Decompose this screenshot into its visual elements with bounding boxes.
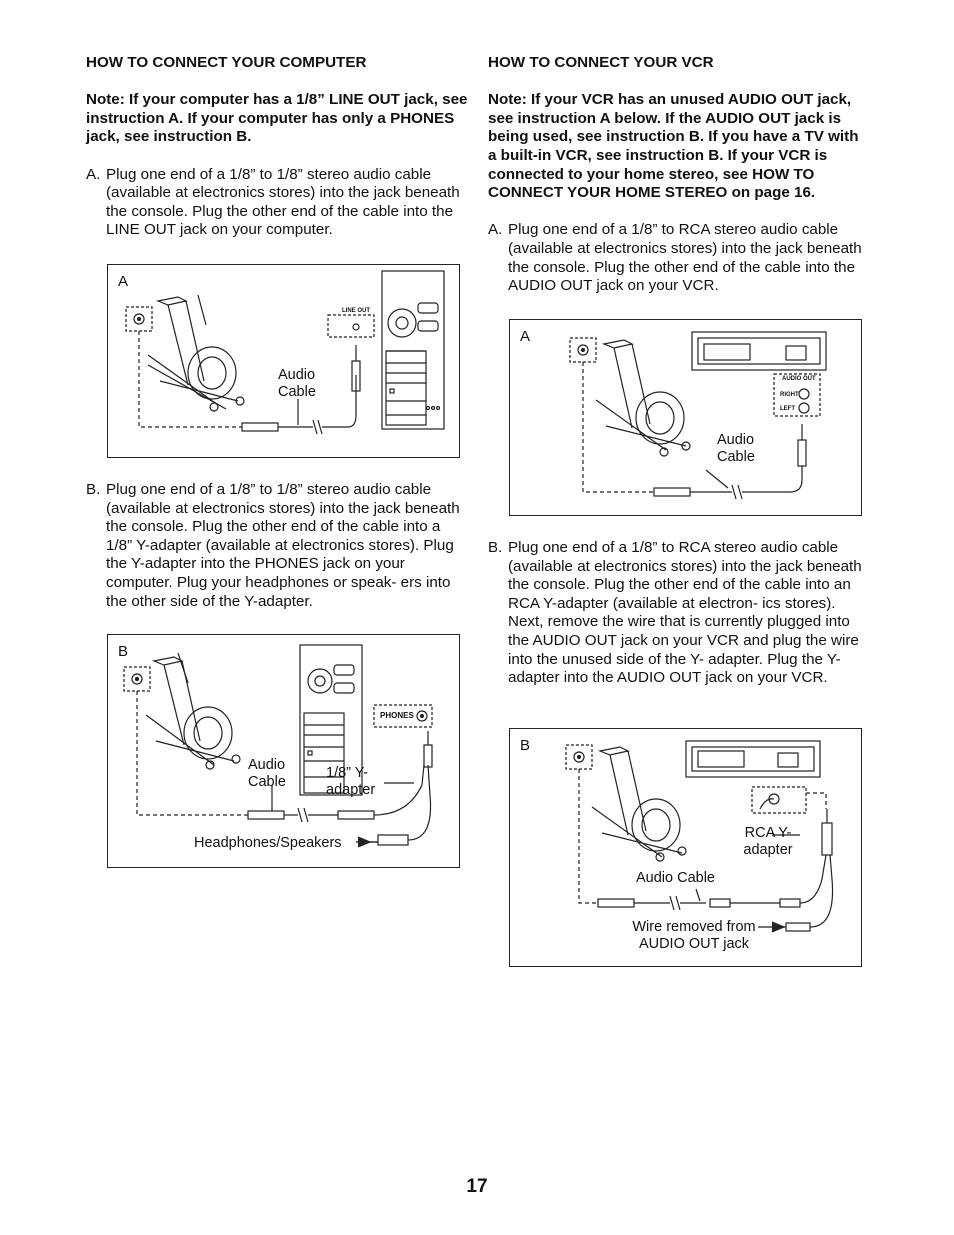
wire-removed-label: Wire removed from AUDIO OUT jack — [632, 919, 756, 952]
step-text: Plug one end of a 1/8” to RCA stereo aud… — [508, 539, 862, 687]
figure-letter: A — [520, 328, 531, 345]
figure-computer-b: B PHONES Audio Cable 1/8” Y-adapter Head… — [107, 634, 460, 868]
elliptical-icon — [145, 652, 241, 770]
step-letter: A. — [86, 165, 101, 183]
right-label: RIGHT — [780, 392, 799, 398]
step-letter: B. — [488, 539, 503, 556]
vcr-b-diagram — [565, 740, 834, 933]
left-label: LEFT — [780, 406, 795, 412]
figure-letter: B — [520, 737, 531, 754]
vcr-step-a: A. Plug one end of a 1/8” to RCA stereo … — [488, 221, 870, 295]
vcr-a-diagram — [569, 331, 827, 500]
figure-letter: A — [118, 273, 129, 290]
step-text: Plug one end of a 1/8” to RCA stereo aud… — [508, 221, 862, 295]
step-letter: A. — [488, 221, 503, 239]
elliptical-icon — [595, 339, 691, 457]
vcr-heading: HOW TO CONNECT YOUR VCR — [488, 54, 714, 71]
computer-note: Note: If your computer has a 1/8” LINE O… — [86, 91, 468, 146]
rca-y-adapter-label: RCA Y-adapter — [743, 825, 793, 858]
computer-a-diagram — [125, 270, 445, 435]
computer-step-a: A. Plug one end of a 1/8” to 1/8” stereo… — [86, 166, 468, 240]
y-adapter-label: 1/8” Y-adapter — [326, 765, 376, 798]
step-letter: B. — [86, 481, 101, 498]
line-out-label: LINE OUT — [342, 308, 370, 314]
headphones-speakers-label: Headphones/Speakers — [194, 835, 342, 851]
computer-b-diagram — [123, 644, 433, 848]
right-column: HOW TO CONNECT YOUR VCR Note: If your VC… — [488, 54, 870, 296]
page-number: 17 — [466, 1176, 488, 1197]
audio-cable-label: Audio Cable — [636, 870, 715, 886]
computer-step-b: B. Plug one end of a 1/8” to 1/8” stereo… — [86, 481, 468, 611]
left-column: HOW TO CONNECT YOUR COMPUTER Note: If yo… — [86, 54, 468, 240]
right-column-step-b: B. Plug one end of a 1/8” to RCA stereo … — [488, 539, 870, 688]
vcr-step-b: B. Plug one end of a 1/8” to RCA stereo … — [488, 539, 870, 688]
audio-cable-label: Audio Cable — [248, 757, 286, 790]
computer-heading: HOW TO CONNECT YOUR COMPUTER — [86, 54, 367, 71]
figure-letter: B — [118, 643, 129, 660]
audio-cable-label: Audio Cable — [717, 432, 755, 465]
figure-vcr-b: B RCA Y-adapter Audio Cable Wire removed… — [509, 728, 862, 967]
vcr-note: Note: If your VCR has an unused AUDIO OU… — [488, 91, 859, 202]
audio-out-label: AUDIO OUT — [782, 376, 816, 382]
elliptical-icon — [147, 294, 245, 412]
step-text: Plug one end of a 1/8” to 1/8” stereo au… — [106, 481, 460, 610]
figure-computer-a: A LINE OUT Audio Cable — [107, 264, 460, 458]
figure-vcr-a: A AUDIO OUT RIGHT LEFT Audio Cable — [509, 319, 862, 516]
step-text: Plug one end of a 1/8” to 1/8” stereo au… — [106, 165, 460, 239]
left-column-step-b: B. Plug one end of a 1/8” to 1/8” stereo… — [86, 481, 468, 611]
elliptical-icon — [591, 746, 687, 862]
audio-cable-label: Audio Cable — [278, 367, 316, 400]
phones-label: PHONES — [380, 711, 414, 720]
